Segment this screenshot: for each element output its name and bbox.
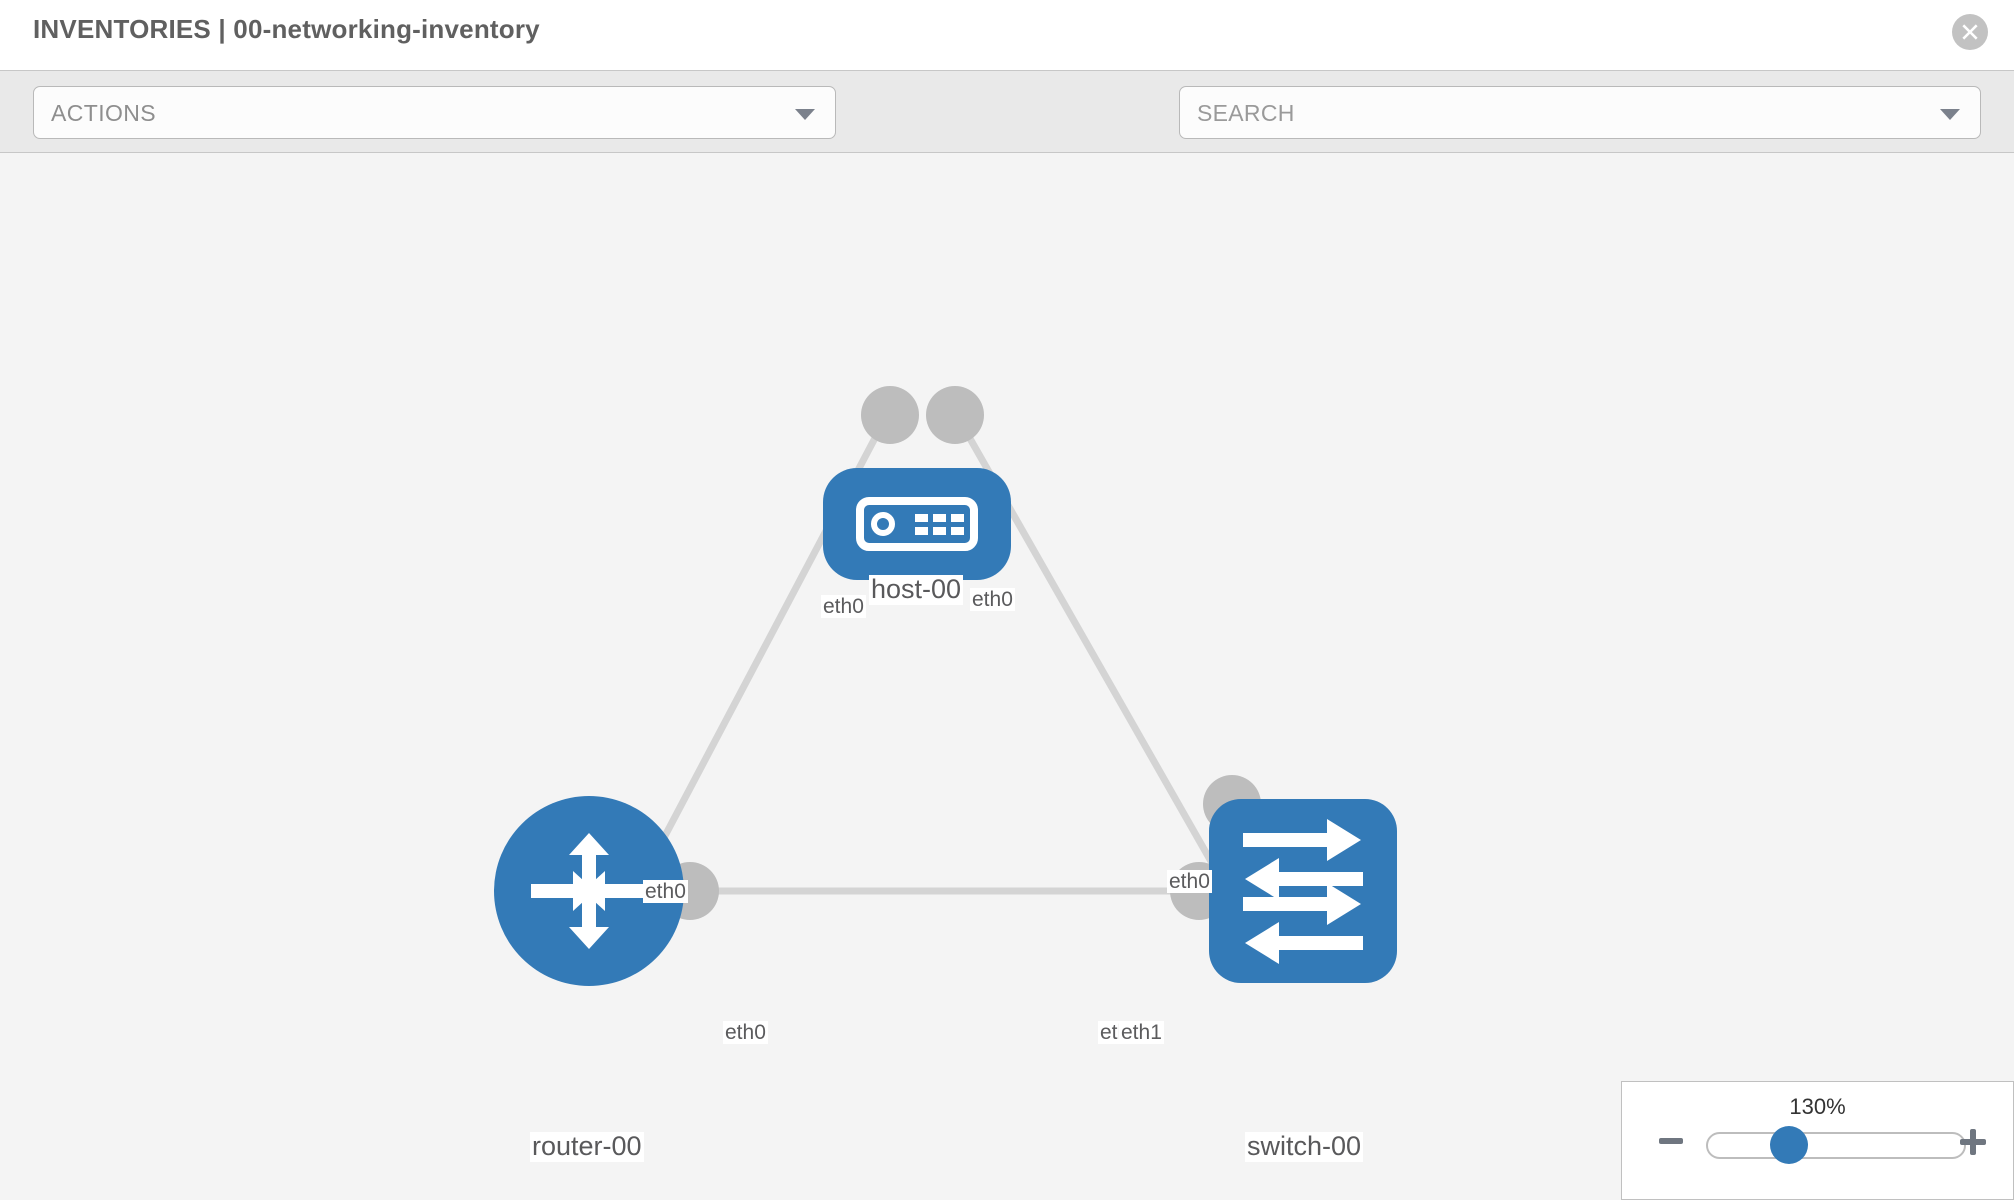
search-placeholder: SEARCH: [1197, 100, 1295, 126]
server-icon: [856, 497, 978, 551]
toolbar: ACTIONS SEARC: [0, 70, 2014, 202]
zoom-in-button[interactable]: [1959, 1128, 1987, 1161]
router-arrows-icon: [531, 833, 647, 949]
node-host-00[interactable]: [823, 468, 1011, 580]
close-x-glyph: [1962, 24, 1978, 40]
zoom-control-panel: 130%: [1621, 1081, 2014, 1200]
port-host-left: [861, 386, 919, 444]
graph-ports: [661, 386, 1261, 920]
topology-graph: [494, 386, 1397, 986]
chevron-down-icon[interactable]: [1940, 109, 1960, 120]
page-header: INVENTORIES | 00-networking-inventory: [0, 0, 2014, 70]
port-host-right: [926, 386, 984, 444]
iface-label-router-north: eth0: [643, 880, 688, 904]
node-label-switch: switch-00: [1245, 1131, 1364, 1162]
switch-arrows-icon: [1243, 819, 1363, 964]
page-title: INVENTORIES | 00-networking-inventory: [33, 14, 540, 44]
zoom-out-button[interactable]: [1658, 1128, 1684, 1159]
chevron-down-icon: [795, 109, 815, 120]
zoom-slider-thumb[interactable]: [1770, 1126, 1808, 1164]
zoom-slider-track[interactable]: [1706, 1132, 1966, 1159]
minus-icon: [1659, 1138, 1683, 1144]
topology-canvas[interactable]: host-00 router-00 switch-00 eth0 eth0 et…: [0, 153, 2014, 1200]
actions-dropdown[interactable]: ACTIONS: [33, 86, 836, 139]
node-switch-00[interactable]: [1209, 799, 1397, 983]
zoom-percent-label: 130%: [1789, 1094, 1846, 1119]
iface-label-switch-north: eth0: [1167, 870, 1212, 894]
node-label-host: host-00: [869, 574, 964, 605]
iface-label-host-right: eth0: [970, 588, 1015, 612]
iface-label-host-left: eth0: [821, 595, 866, 619]
actions-dropdown-label: ACTIONS: [51, 100, 157, 126]
close-icon[interactable]: [1952, 14, 1988, 50]
node-router-00[interactable]: [494, 796, 684, 986]
search-input[interactable]: SEARCH: [1179, 86, 1981, 139]
iface-label-switch-west-eth1: eth1: [1119, 1021, 1164, 1045]
node-label-router: router-00: [530, 1131, 644, 1162]
plus-icon: [1960, 1129, 1986, 1155]
iface-label-router-east: eth0: [723, 1021, 768, 1045]
